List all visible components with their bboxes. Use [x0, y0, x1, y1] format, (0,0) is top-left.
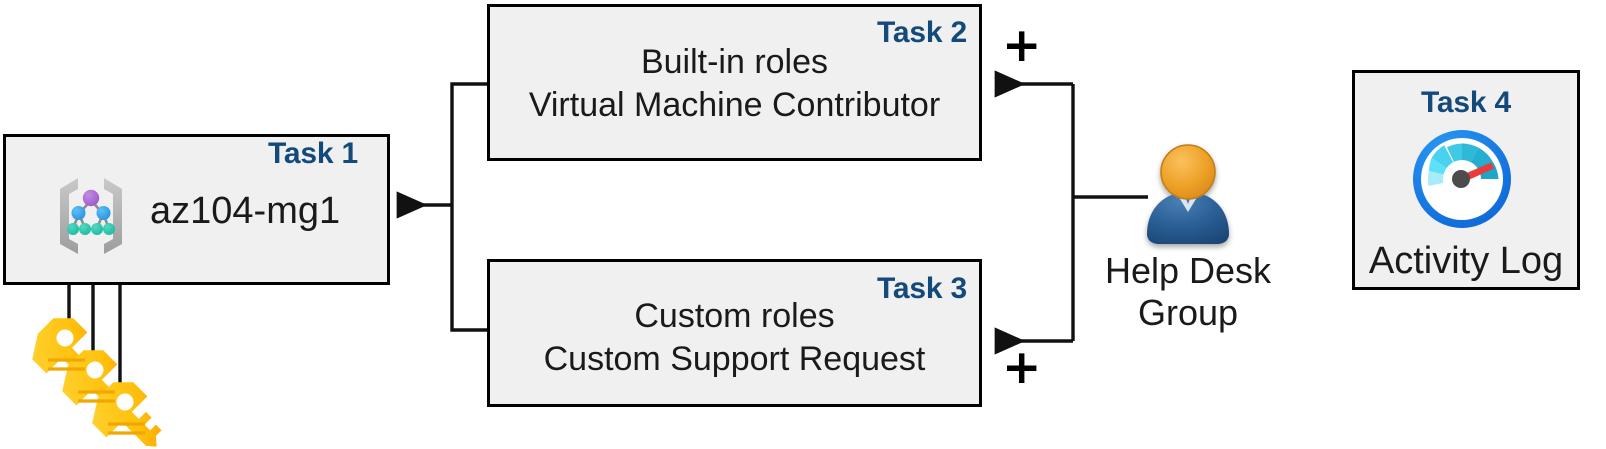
task-3-line-1: Custom roles	[634, 297, 835, 335]
task-4-label: Task 4	[1421, 86, 1511, 119]
keys-icon	[30, 312, 170, 449]
connector-roles-to-mg	[396, 82, 487, 332]
task-1-box[interactable]	[3, 134, 390, 285]
task-3-line-2: Custom Support Request	[543, 340, 926, 378]
task-2-label: Task 2	[877, 16, 967, 49]
activity-log-gauge-icon	[1409, 126, 1515, 232]
task-1-label: Task 1	[268, 137, 358, 170]
management-group-icon	[48, 172, 134, 258]
task-2-line-1: Built-in roles	[640, 43, 829, 81]
task-3-label: Task 3	[877, 272, 967, 305]
help-desk-group-line-1: Help Desk	[1104, 250, 1272, 291]
task-2-box[interactable]	[487, 4, 982, 161]
task-3-box[interactable]	[487, 259, 982, 407]
task-2-plus-sign: +	[1002, 18, 1042, 73]
task-2-line-2: Virtual Machine Contributor	[528, 86, 941, 124]
task-1-resource-name: az104-mg1	[150, 190, 341, 232]
task-3-plus-sign: +	[1002, 340, 1042, 395]
help-desk-group-line-2: Group	[1137, 292, 1239, 333]
user-group-icon	[1133, 142, 1243, 252]
task-4-caption: Activity Log	[1368, 240, 1564, 282]
